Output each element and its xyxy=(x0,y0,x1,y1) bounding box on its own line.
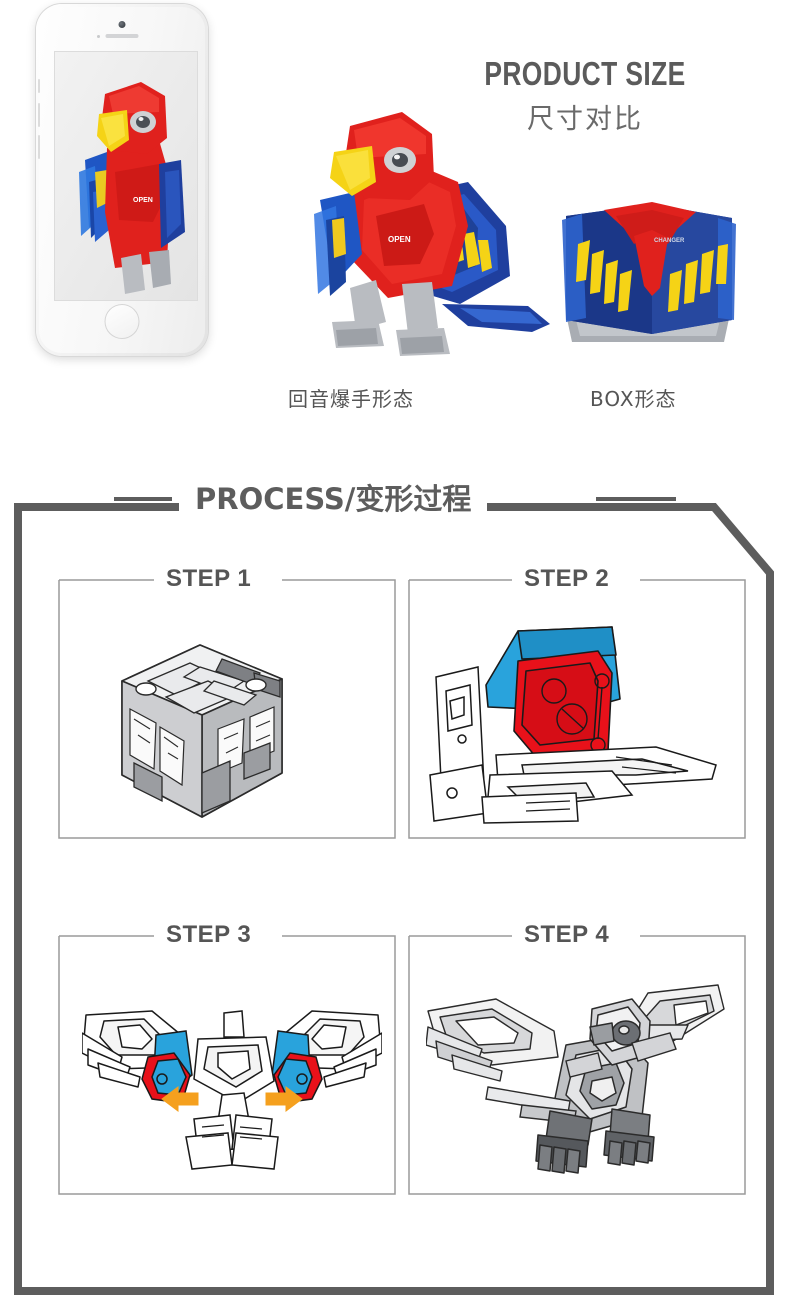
volume-up-button xyxy=(38,103,40,127)
product-size-section: OPEN PRODUCT SIZE 尺寸对比 xyxy=(0,0,790,470)
step-1-label: STEP 1 xyxy=(154,565,264,593)
step-1-artwork xyxy=(104,623,304,833)
phone-screen: OPEN xyxy=(54,51,198,301)
proximity-sensor-icon xyxy=(97,35,100,38)
step-2-artwork xyxy=(426,615,726,827)
home-button xyxy=(104,304,140,339)
mute-switch xyxy=(38,79,40,93)
svg-text:CHANGER: CHANGER xyxy=(654,238,685,244)
arrow-right xyxy=(265,1086,303,1112)
product-size-header: PRODUCT SIZE 尺寸对比 xyxy=(415,55,755,136)
svg-text:OPEN: OPEN xyxy=(388,235,411,244)
step-2-label: STEP 2 xyxy=(512,565,622,593)
product-size-title-en: PRODUCT SIZE xyxy=(484,55,686,92)
title-rule-left xyxy=(114,497,172,501)
arrow-left xyxy=(161,1086,199,1112)
caption-box-form: BOX形态 xyxy=(590,387,677,411)
product-photo-box-form: CHANGER xyxy=(556,196,740,356)
process-section: PROCESS/变形过程 STEP 1 xyxy=(14,476,776,1297)
phone-body: OPEN xyxy=(38,7,205,353)
svg-text:OPEN: OPEN xyxy=(133,197,153,204)
step-card-1: STEP 1 xyxy=(58,565,396,839)
step-3-label: STEP 3 xyxy=(154,921,264,949)
title-rule-right xyxy=(596,497,676,501)
iphone-mockup: OPEN xyxy=(36,4,208,356)
step-card-2: STEP 2 xyxy=(408,565,746,839)
product-photo-bird-form: OPEN xyxy=(292,108,562,363)
process-title: PROCESS/变形过程 xyxy=(179,476,488,518)
product-size-title-cn: 尺寸对比 xyxy=(527,104,643,135)
step-3-artwork xyxy=(82,1009,382,1177)
caption-bird-form: 回音爆手形态 xyxy=(288,387,414,411)
process-frame-border xyxy=(14,503,774,1295)
earpiece-speaker xyxy=(105,34,139,38)
front-camera-icon xyxy=(118,21,126,28)
volume-down-button xyxy=(38,135,40,159)
step-card-3: STEP 3 xyxy=(58,921,396,1195)
step-card-4: STEP 4 xyxy=(408,921,746,1195)
step-4-label: STEP 4 xyxy=(512,921,622,949)
step-4-artwork xyxy=(426,983,726,1183)
